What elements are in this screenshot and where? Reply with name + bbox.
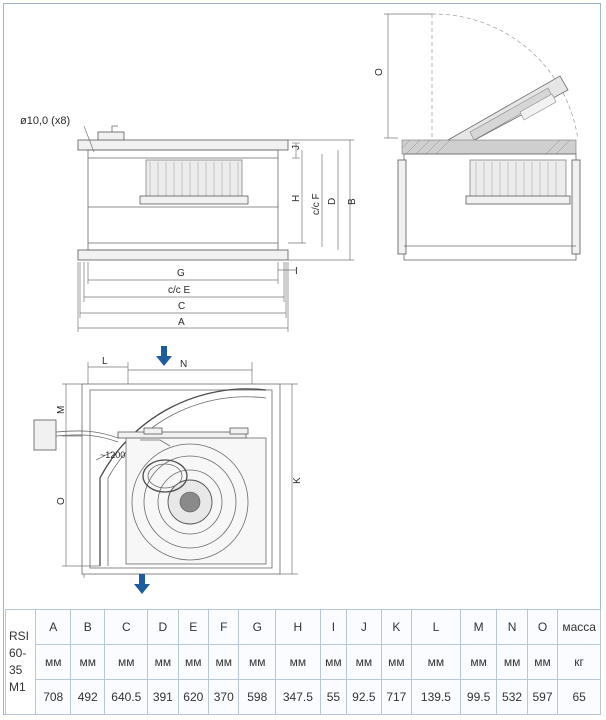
value-cell: 370 <box>208 679 240 715</box>
dim-H: H <box>291 195 302 202</box>
unit-cell: мм <box>346 644 382 680</box>
unit-cell: мм <box>526 644 559 680</box>
cable-loop <box>140 439 188 493</box>
dim-E: c/c E <box>168 285 191 296</box>
header-cell: O <box>526 609 559 645</box>
open-door <box>447 75 569 151</box>
front-top-flange <box>77 139 289 151</box>
value-cell: 620 <box>177 679 210 715</box>
header-cell: B <box>69 609 106 645</box>
value-cell: 640.5 <box>104 679 149 715</box>
motor-hub <box>179 491 201 513</box>
cable-length-label: ~1200 <box>100 450 125 460</box>
dim-M: M <box>56 406 67 414</box>
header-cell: J <box>346 609 382 645</box>
value-cell: 708 <box>35 679 71 715</box>
door-swing-arc <box>431 13 579 141</box>
unit-cell: мм <box>496 644 528 680</box>
front-view: ø10,0 (x8) J H c/c F D B <box>20 115 358 332</box>
front-body <box>87 149 279 251</box>
dim-J: J <box>291 145 302 150</box>
dim-L: L <box>102 356 108 367</box>
unit-cell: мм <box>459 644 498 680</box>
header-cell: I <box>319 609 348 645</box>
unit-cell: мм <box>275 644 321 680</box>
dim-B: B <box>347 198 358 205</box>
value-cell: 532 <box>496 679 528 715</box>
header-cell: масса <box>557 609 601 645</box>
technical-drawing: ø10,0 (x8) J H c/c F D B <box>20 13 581 594</box>
header-cell: D <box>147 609 179 645</box>
header-row: RSI 60- 35 M1 A B C D E F G H I J K L M … <box>4 609 601 715</box>
front-horizontal-dims <box>77 262 296 332</box>
values-row: 708 492 640.5 391 620 370 598 347.5 55 9… <box>6 679 601 715</box>
units-row: мм мм мм мм мм мм мм мм мм мм мм мм мм м… <box>6 644 601 680</box>
header-cell: E <box>177 609 210 645</box>
dim-K: K <box>292 477 303 484</box>
header-cell: L <box>411 609 461 645</box>
unit-cell: мм <box>147 644 179 680</box>
header-cell: F <box>208 609 240 645</box>
value-cell: 598 <box>238 679 277 715</box>
down-arrow-icon <box>134 574 150 594</box>
front-bottom-flange <box>77 249 289 261</box>
value-cell: 55 <box>319 679 348 715</box>
header-cell: A <box>35 609 71 645</box>
value-cell: 139.5 <box>411 679 461 715</box>
header-cell: H <box>275 609 321 645</box>
side-dim-O: O <box>374 68 385 76</box>
header-cell: C <box>104 609 149 645</box>
unit-cell: мм <box>380 644 413 680</box>
header-cell: M <box>459 609 498 645</box>
dim-G: G <box>177 268 185 279</box>
unit-cell: мм <box>104 644 149 680</box>
dim-C: C <box>178 301 185 312</box>
top-door-arc <box>99 388 267 566</box>
down-arrow-icon <box>156 346 172 366</box>
value-cell: 492 <box>69 679 106 715</box>
unit-cell: мм <box>177 644 210 680</box>
value-cell: 717 <box>380 679 413 715</box>
model-cell: RSI 60- 35 M1 <box>4 609 37 715</box>
top-housing-outer <box>81 383 281 575</box>
fan-wheel-side <box>465 159 571 205</box>
top-view: ~1200 L N M O K <box>33 356 303 578</box>
value-cell: 391 <box>147 679 179 715</box>
side-view: O <box>374 13 581 261</box>
unit-cell: мм <box>35 644 71 680</box>
dim-I: I <box>295 266 298 277</box>
hole-label: ø10,0 (x8) <box>20 115 70 127</box>
unit-cell: кг <box>557 644 601 680</box>
top-housing-inner <box>89 389 273 569</box>
unit-cell: мм <box>238 644 277 680</box>
value-cell: 65 <box>557 679 601 715</box>
dim-F: c/c F <box>311 193 322 215</box>
header-cell: K <box>380 609 413 645</box>
header-cell: G <box>238 609 277 645</box>
front-vertical-dims <box>288 139 354 261</box>
header-cell: N <box>496 609 528 645</box>
terminal-box <box>97 131 125 141</box>
dim-D: D <box>327 198 338 205</box>
specs-table: RSI 60- 35 M1 A B C D E F G H I J K L M … <box>4 609 601 715</box>
value-cell: 597 <box>526 679 559 715</box>
fan-wheel-front <box>139 159 249 205</box>
value-cell: 92.5 <box>346 679 382 715</box>
unit-cell: мм <box>69 644 106 680</box>
top-dim-O: O <box>56 497 67 505</box>
dim-N: N <box>180 359 187 370</box>
value-cell: 347.5 <box>275 679 321 715</box>
value-cell: 99.5 <box>459 679 498 715</box>
dim-A: A <box>178 317 185 328</box>
top-terminal-box <box>33 419 57 451</box>
unit-cell: мм <box>319 644 348 680</box>
unit-cell: мм <box>411 644 461 680</box>
fan-outer-ring <box>157 469 223 535</box>
unit-cell: мм <box>208 644 240 680</box>
